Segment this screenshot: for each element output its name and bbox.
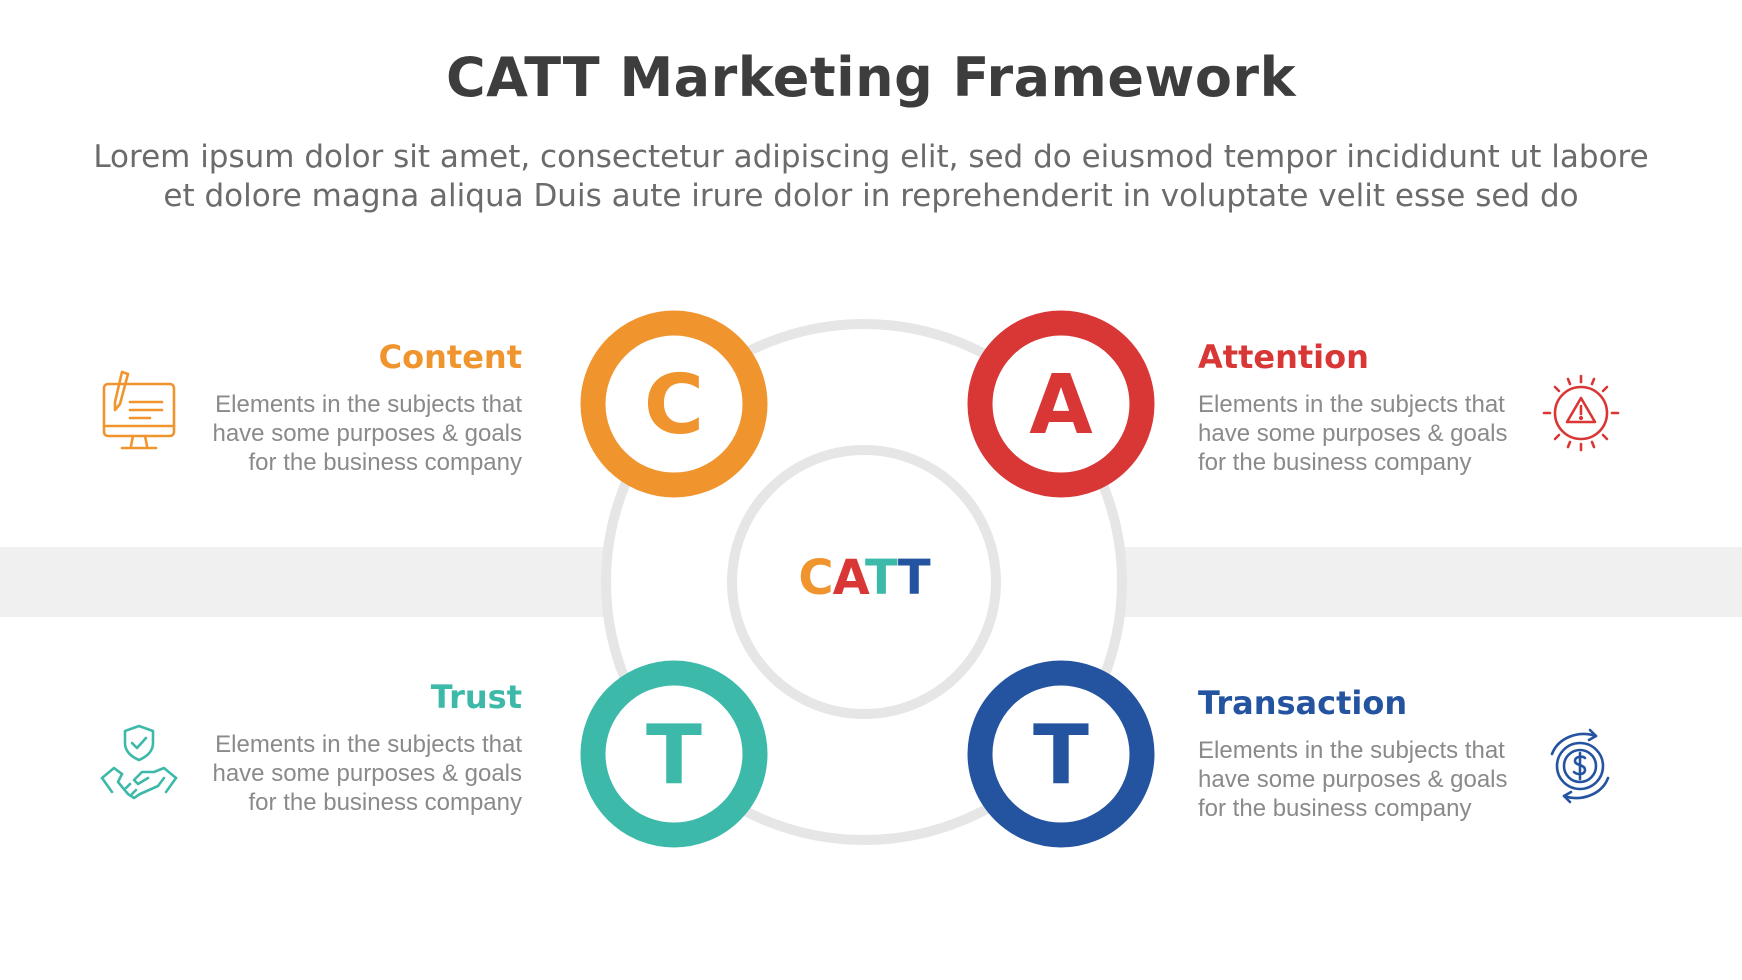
center-letter-t2: T xyxy=(897,550,931,606)
center-catt-word: CATT xyxy=(764,550,964,606)
subtitle-line-2: et dolore magna aliqua Duis aute irure d… xyxy=(163,178,1579,214)
center-letter-c: C xyxy=(798,550,833,606)
node-transaction: T xyxy=(967,660,1155,848)
page-title: CATT Marketing Framework xyxy=(446,46,1296,109)
transaction-title: Transaction xyxy=(1198,684,1408,722)
page-subtitle: Lorem ipsum dolor sit amet, consectetur … xyxy=(60,138,1682,216)
trust-title: Trust xyxy=(430,678,522,716)
center-letter-a: A xyxy=(832,550,866,606)
node-transaction-circle xyxy=(967,660,1155,848)
node-content-circle xyxy=(580,310,768,498)
warning-alert-icon xyxy=(1542,374,1620,452)
node-attention: A xyxy=(967,310,1155,498)
node-attention-circle xyxy=(967,310,1155,498)
handshake-shield-icon xyxy=(100,724,178,800)
transaction-description: Elements in the subjects that have some … xyxy=(1198,737,1508,822)
node-attention-letter: A xyxy=(1029,358,1093,453)
content-description: Elements in the subjects that have some … xyxy=(212,391,522,476)
node-trust-letter: T xyxy=(646,708,702,803)
node-trust-circle xyxy=(580,660,768,848)
node-content-letter: C xyxy=(644,358,704,453)
content-title: Content xyxy=(378,338,522,376)
inner-ring xyxy=(727,445,1001,719)
node-content: C xyxy=(580,310,768,498)
computer-pen-icon xyxy=(102,370,176,450)
center-letter-t1: T xyxy=(865,550,899,606)
attention-description: Elements in the subjects that have some … xyxy=(1198,391,1508,476)
trust-description: Elements in the subjects that have some … xyxy=(212,731,522,816)
subtitle-line-1: Lorem ipsum dolor sit amet, consectetur … xyxy=(93,139,1649,175)
attention-title: Attention xyxy=(1198,338,1369,376)
dollar-cycle-icon xyxy=(1550,728,1610,804)
node-trust: T xyxy=(580,660,768,848)
node-transaction-letter: T xyxy=(1033,708,1089,803)
